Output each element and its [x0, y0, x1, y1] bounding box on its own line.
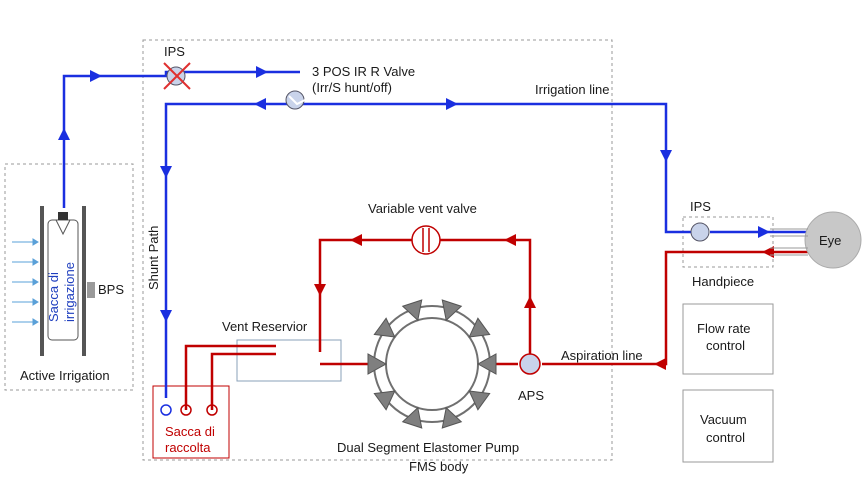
ips-top-sensor: [163, 62, 191, 90]
pump-roller-triangle: [468, 317, 491, 338]
handpiece-boundary: [682, 216, 774, 268]
fms-body-boundary: [142, 39, 613, 461]
aspiration-line-label: Aspiration line: [561, 348, 643, 363]
pump-label: Dual Segment Elastomer Pump: [337, 440, 519, 455]
vent-reservoir-label: Vent Reservior: [222, 319, 308, 334]
aps-label: APS: [518, 388, 544, 403]
bps-label: BPS: [98, 282, 124, 297]
ips-handpiece-sensor: [690, 222, 710, 242]
pump-rollers: [367, 299, 497, 429]
vacuum-label-1: Vacuum: [700, 412, 747, 427]
pump-roller-triangle: [441, 299, 463, 322]
raccolta-inlets: [160, 404, 218, 416]
eye-label: Eye: [819, 233, 841, 248]
pump-roller-triangle: [367, 353, 388, 375]
pump-roller-triangle: [401, 299, 423, 322]
sacca-raccolta-label-2: raccolta: [165, 440, 211, 455]
valve-label-line1: 3 POS IR R Valve: [312, 64, 415, 79]
ips-top-label: IPS: [164, 44, 185, 59]
vacuum-label-2: control: [706, 430, 745, 445]
irrigation-bottle: [40, 206, 95, 356]
pump-roller-triangle: [441, 406, 463, 429]
active-irrigation-label: Active Irrigation: [20, 368, 110, 383]
pump-roller-triangle: [373, 390, 396, 411]
sacca-raccolta-label-1: Sacca di: [165, 424, 215, 439]
pressure-arrows: [12, 238, 39, 326]
sacca-irrigazione-label-2: irrigazione: [62, 262, 77, 322]
pump-roller-triangle: [476, 353, 497, 375]
pump-roller-triangle: [468, 390, 491, 411]
ips-handpiece-label: IPS: [690, 199, 711, 214]
aps-sensor: [519, 353, 541, 375]
shunt-path-label: Shunt Path: [146, 226, 161, 290]
valve-label-line2: (Irr/S hunt/off): [312, 80, 392, 95]
variable-vent-valve-label: Variable vent valve: [368, 201, 477, 216]
three-pos-valve: [285, 90, 306, 110]
irrigation-arrows: [58, 66, 770, 322]
elastomer-pump: [367, 299, 497, 429]
eye-icon: [804, 211, 862, 269]
flow-rate-control-box: [682, 303, 774, 375]
pump-roller-triangle: [373, 317, 396, 338]
pump-roller-triangle: [401, 406, 423, 429]
handpiece-tubes: [770, 228, 808, 256]
flow-rate-label-1: Flow rate: [697, 321, 750, 336]
fms-body-label: FMS body: [409, 459, 469, 474]
variable-vent-valve: [411, 225, 441, 255]
irrigation-line-label: Irrigation line: [535, 82, 609, 97]
sacca-irrigazione-label-1: Sacca di: [46, 272, 61, 322]
active-irrigation-boundary: [4, 163, 134, 391]
handpiece-label: Handpiece: [692, 274, 754, 289]
flow-rate-label-2: control: [706, 338, 745, 353]
vacuum-control-box: [682, 389, 774, 463]
